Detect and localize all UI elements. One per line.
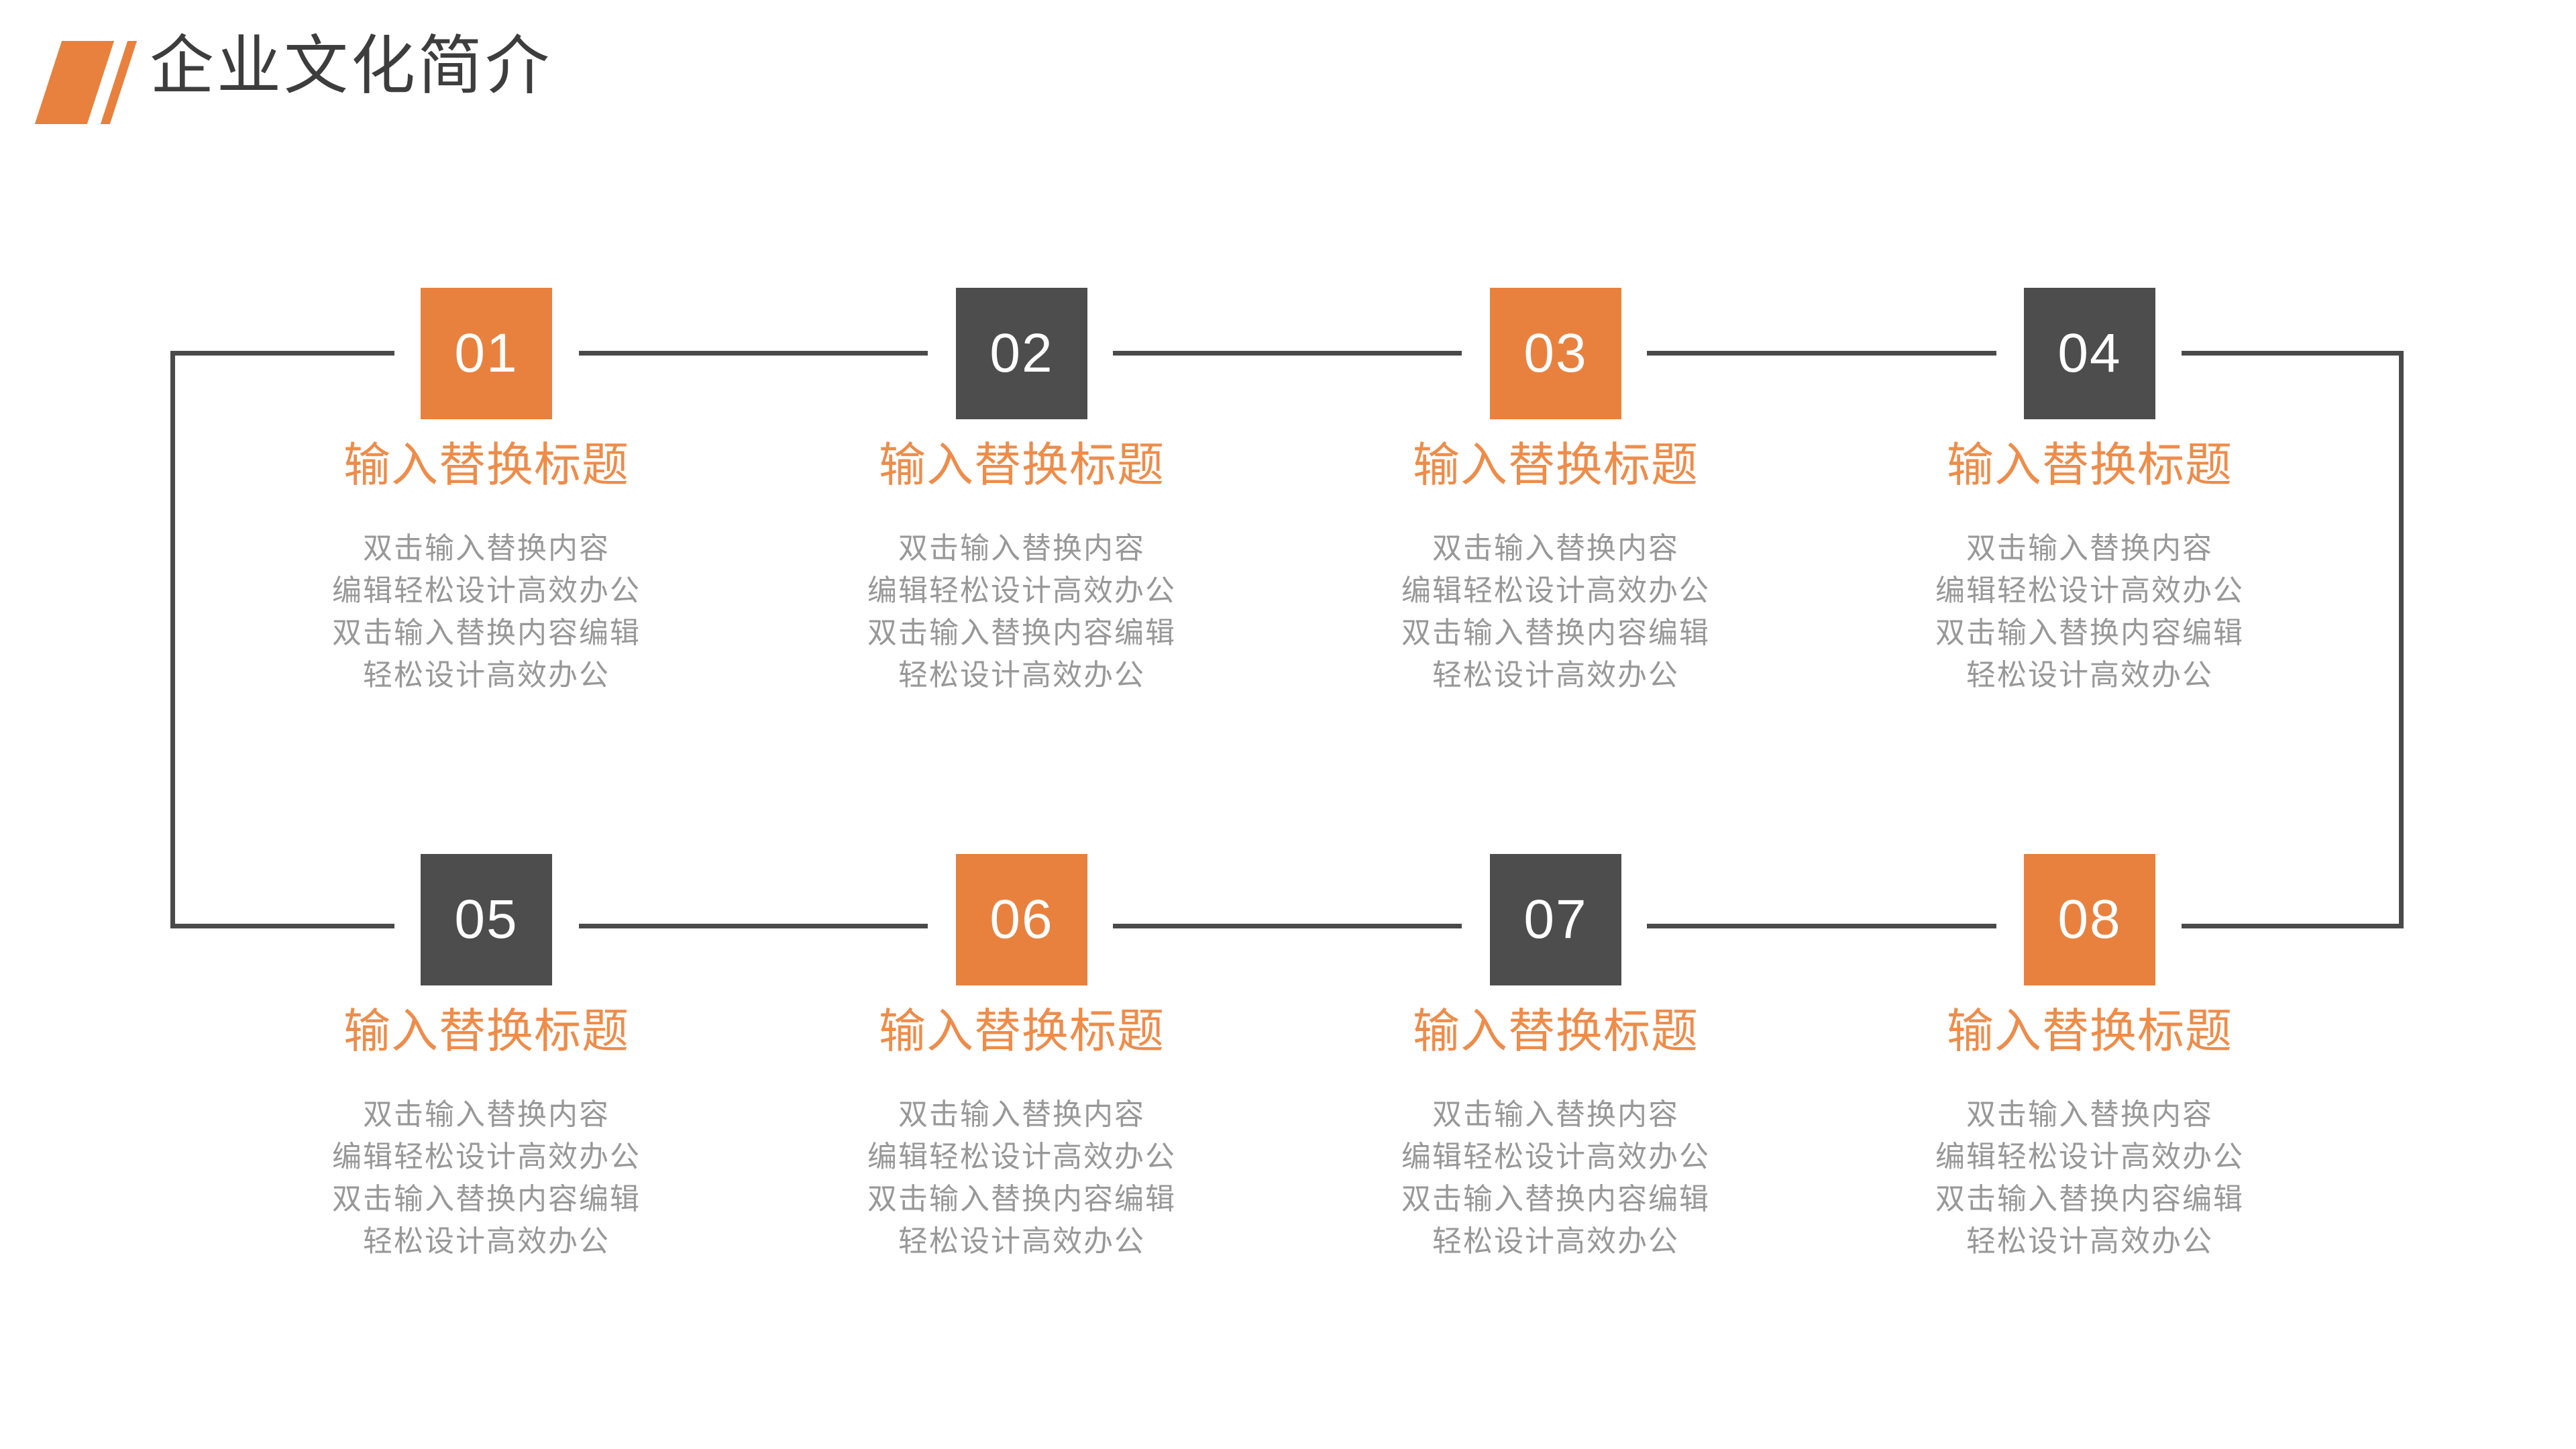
connector-row1-left-bracket xyxy=(172,351,394,356)
item-number: 03 xyxy=(1523,323,1588,384)
item-title: 输入替换标题 xyxy=(1413,1006,1699,1058)
connector-row1-seg-01-02 xyxy=(579,351,928,356)
item-body: 双击输入替换内容 编辑轻松设计高效办公 双击输入替换内容编辑 轻松设计高效办公 xyxy=(1935,532,2244,692)
item-number-box: 01 xyxy=(421,288,552,419)
connector-row2-left-bracket xyxy=(172,924,394,928)
connector-row2-right-bracket xyxy=(2182,924,2404,928)
timeline-item-06: 06 输入替换标题 双击输入替换内容 编辑轻松设计高效办公 双击输入替换内容编辑… xyxy=(820,854,1223,1263)
item-number: 07 xyxy=(1523,889,1588,950)
item-body: 双击输入替换内容 编辑轻松设计高效办公 双击输入替换内容编辑 轻松设计高效办公 xyxy=(867,532,1176,692)
timeline-item-04: 04 输入替换标题 双击输入替换内容 编辑轻松设计高效办公 双击输入替换内容编辑… xyxy=(1888,288,2291,696)
connector-row2-seg-07-08 xyxy=(1647,924,1996,928)
timeline-item-05: 05 输入替换标题 双击输入替换内容 编辑轻松设计高效办公 双击输入替换内容编辑… xyxy=(285,854,688,1263)
item-body: 双击输入替换内容 编辑轻松设计高效办公 双击输入替换内容编辑 轻松设计高效办公 xyxy=(1935,1098,2244,1258)
item-title: 输入替换标题 xyxy=(343,1006,629,1058)
item-number-box: 07 xyxy=(1490,854,1621,985)
item-number: 01 xyxy=(454,323,519,384)
connector-row2-seg-05-06 xyxy=(579,924,928,928)
item-number-box: 05 xyxy=(421,854,552,985)
item-title: 输入替换标题 xyxy=(879,440,1165,492)
item-number-box: 04 xyxy=(2024,288,2155,419)
connector-row1-right-bracket xyxy=(2182,351,2404,356)
item-number: 05 xyxy=(454,889,519,950)
item-body: 双击输入替换内容 编辑轻松设计高效办公 双击输入替换内容编辑 轻松设计高效办公 xyxy=(332,1098,641,1258)
double-slash-icon xyxy=(34,41,138,124)
item-body: 双击输入替换内容 编辑轻松设计高效办公 双击输入替换内容编辑 轻松设计高效办公 xyxy=(867,1098,1176,1258)
item-number-box: 06 xyxy=(956,854,1087,985)
connector-row2-seg-06-07 xyxy=(1113,924,1462,928)
item-number: 08 xyxy=(2057,889,2122,950)
timeline-item-07: 07 输入替换标题 双击输入替换内容 编辑轻松设计高效办公 双击输入替换内容编辑… xyxy=(1354,854,1757,1263)
item-number-box: 03 xyxy=(1490,288,1621,419)
item-body: 双击输入替换内容 编辑轻松设计高效办公 双击输入替换内容编辑 轻松设计高效办公 xyxy=(332,532,641,692)
item-number: 06 xyxy=(989,889,1054,950)
item-number-box: 02 xyxy=(956,288,1087,419)
connector-row1-seg-03-04 xyxy=(1647,351,1996,356)
timeline-item-01: 01 输入替换标题 双击输入替换内容 编辑轻松设计高效办公 双击输入替换内容编辑… xyxy=(285,288,688,696)
item-number: 02 xyxy=(989,323,1054,384)
timeline-item-08: 08 输入替换标题 双击输入替换内容 编辑轻松设计高效办公 双击输入替换内容编辑… xyxy=(1888,854,2291,1263)
item-title: 输入替换标题 xyxy=(1947,440,2233,492)
timeline-item-03: 03 输入替换标题 双击输入替换内容 编辑轻松设计高效办公 双击输入替换内容编辑… xyxy=(1354,288,1757,696)
item-body: 双击输入替换内容 编辑轻松设计高效办公 双击输入替换内容编辑 轻松设计高效办公 xyxy=(1401,532,1710,692)
slash-big xyxy=(34,41,115,124)
item-number-box: 08 xyxy=(2024,854,2155,985)
connector-row1-seg-02-03 xyxy=(1113,351,1462,356)
item-title: 输入替换标题 xyxy=(1947,1006,2233,1058)
timeline-item-02: 02 输入替换标题 双击输入替换内容 编辑轻松设计高效办公 双击输入替换内容编辑… xyxy=(820,288,1223,696)
item-title: 输入替换标题 xyxy=(1413,440,1699,492)
item-body: 双击输入替换内容 编辑轻松设计高效办公 双击输入替换内容编辑 轻松设计高效办公 xyxy=(1401,1098,1710,1258)
connector-vertical-right xyxy=(2399,351,2404,928)
page-title: 企业文化简介 xyxy=(150,30,552,102)
item-number: 04 xyxy=(2057,323,2122,384)
item-title: 输入替换标题 xyxy=(343,440,629,492)
item-title: 输入替换标题 xyxy=(879,1006,1165,1058)
connector-vertical-left xyxy=(170,351,175,928)
